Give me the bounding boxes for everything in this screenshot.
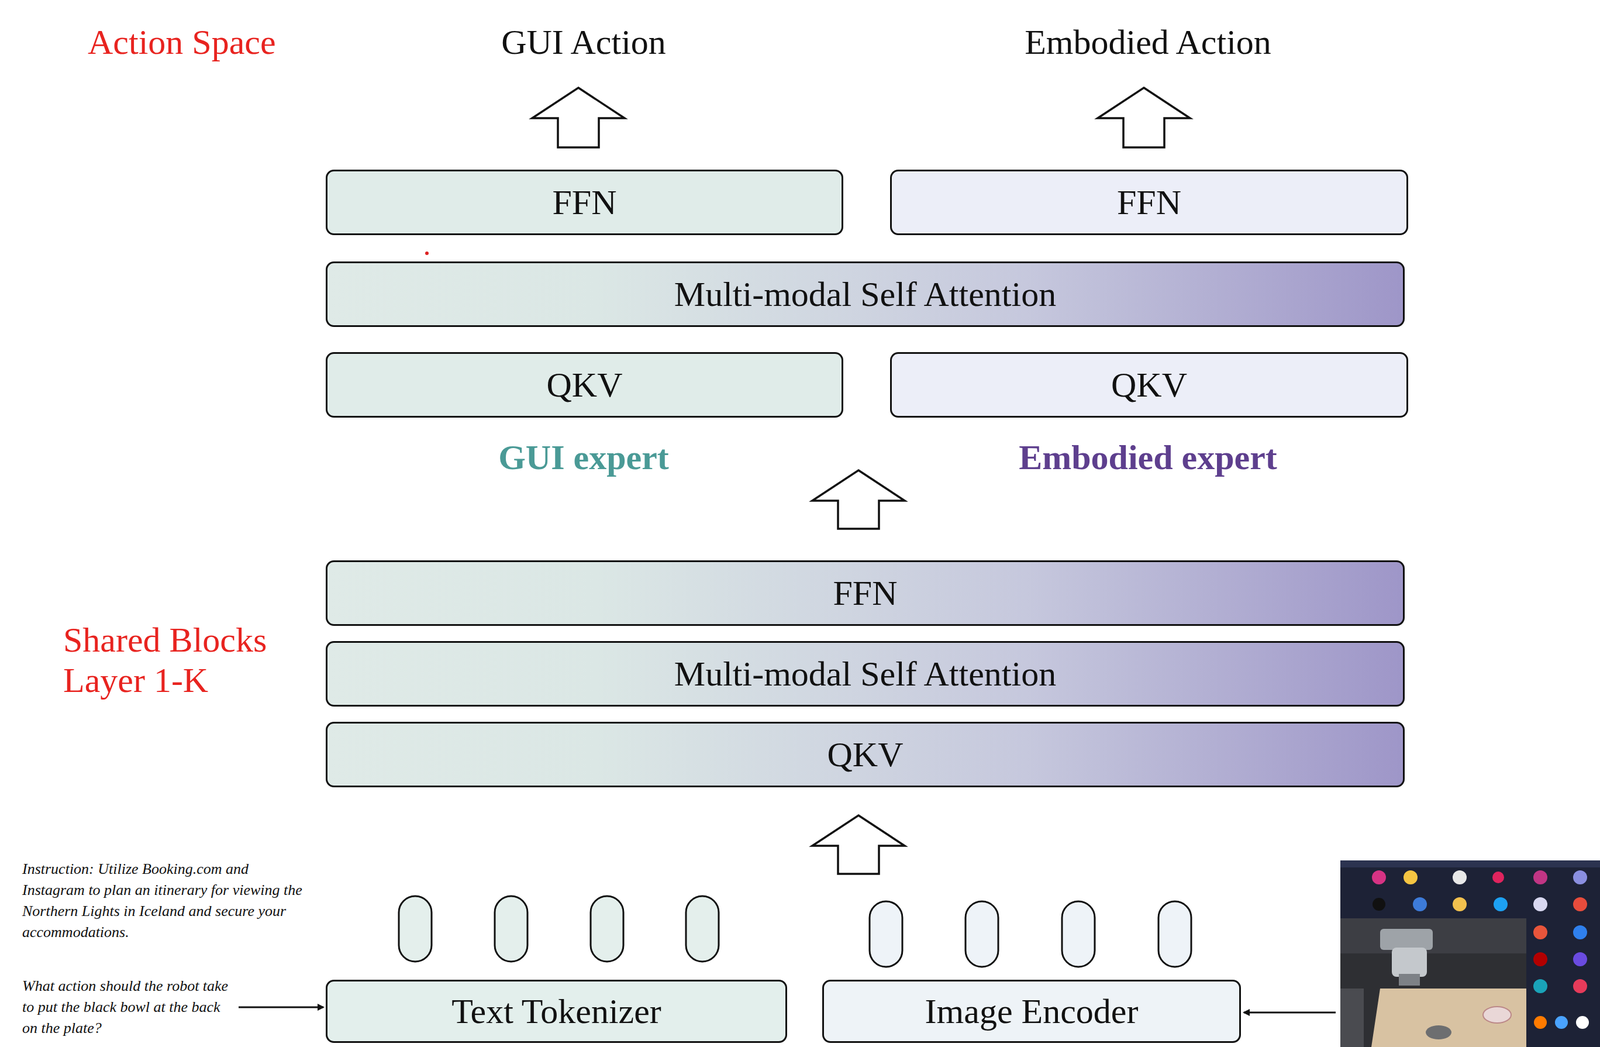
text-token — [398, 895, 432, 962]
qkv-block: QKV — [325, 721, 1405, 788]
up-arrow — [812, 815, 905, 874]
output-label: Embodied Action — [943, 22, 1353, 63]
block-name: FFN — [552, 183, 617, 222]
text-token — [494, 895, 528, 962]
block-name: QKV — [546, 365, 623, 405]
block-name: QKV — [827, 735, 904, 774]
block-name: FFN — [1116, 183, 1182, 222]
expert-label: Embodied expert — [943, 437, 1353, 478]
block-name: FFN — [832, 573, 898, 613]
input-image — [1340, 860, 1600, 1047]
block-name: QKV — [1111, 365, 1188, 405]
instruction-text: What action should the robot take to put… — [22, 975, 236, 1039]
attention-block: Multi-modal Self Attention — [325, 640, 1405, 707]
ffn-block: FFN — [325, 169, 844, 236]
image-token — [1061, 901, 1095, 967]
up-arrow — [812, 470, 905, 529]
section-label: Action Space — [87, 22, 346, 63]
ffn-block: FFN — [890, 169, 1409, 236]
ffn-block: FFN — [325, 560, 1405, 626]
qkv-block: QKV — [325, 352, 844, 418]
encoder-box: Image Encoder — [822, 979, 1241, 1043]
qkv-block: QKV — [890, 352, 1409, 418]
up-arrow — [532, 87, 625, 148]
image-token — [869, 901, 903, 967]
expert-label: GUI expert — [408, 437, 760, 478]
output-label: GUI Action — [408, 22, 760, 63]
up-arrow — [1097, 87, 1191, 148]
block-name: Text Tokenizer — [451, 991, 662, 1031]
input-arrow — [238, 1006, 324, 1009]
red-dot — [425, 251, 429, 255]
block-name: Multi-modal Self Attention — [674, 274, 1057, 314]
section-label: Shared Blocks Layer 1-K — [63, 619, 321, 701]
image-token — [1158, 901, 1192, 967]
instruction-text: Instruction: Utilize Booking.com and Ins… — [22, 858, 309, 943]
block-name: Image Encoder — [925, 991, 1139, 1031]
tokenizer-box: Text Tokenizer — [325, 979, 788, 1043]
text-token — [590, 895, 624, 962]
image-token — [965, 901, 999, 967]
attention-block: Multi-modal Self Attention — [325, 261, 1405, 327]
block-name: Multi-modal Self Attention — [674, 654, 1057, 693]
text-token — [685, 895, 719, 962]
input-arrow — [1243, 1011, 1336, 1014]
